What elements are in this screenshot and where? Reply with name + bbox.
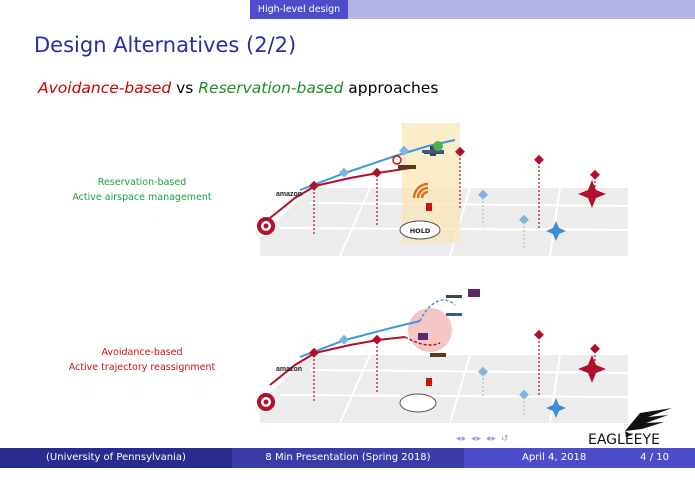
- blue-poles: [482, 374, 525, 417]
- marker-icon: [426, 378, 432, 386]
- reservation-label: Reservation-based Active airspace manage…: [42, 175, 242, 205]
- footer-date: April 4, 2018: [522, 452, 587, 463]
- nav-next-section-icon[interactable]: ▸: [491, 434, 497, 444]
- reservation-label-line2: Active airspace management: [72, 192, 212, 203]
- drone-bubble: [399, 393, 437, 413]
- footer-affiliation: (University of Pennsylvania): [0, 448, 232, 468]
- map-streets: [279, 354, 629, 424]
- slide-footer: (University of Pennsylvania) 8 Min Prese…: [0, 448, 695, 494]
- eagleeye-logo-text: EAGLEEYE: [588, 432, 660, 448]
- conflict-zone: [408, 308, 452, 352]
- hold-label: HOLD: [410, 227, 431, 235]
- reservation-label-line1: Reservation-based: [97, 177, 187, 188]
- navigation-controls[interactable]: ◂▸ ◂▸ ◂▸ ↺: [456, 434, 509, 444]
- nav-prev-frame-icon[interactable]: ◂: [456, 434, 462, 444]
- brand-logo: amazon: [276, 366, 302, 373]
- route-blue: [299, 320, 421, 358]
- checkmark-icon: [433, 141, 443, 151]
- avoidance-scene: amazon: [257, 289, 629, 424]
- section-tab[interactable]: High-level design: [250, 0, 348, 19]
- flag-icon-2: [418, 333, 428, 340]
- altitude-poles: [313, 337, 596, 403]
- rerouted-red-path: [404, 336, 441, 346]
- drone-icon-2: [422, 150, 444, 153]
- top-bar-right: [348, 0, 695, 19]
- blue-star-icon: [546, 221, 566, 241]
- nav-prev-section-icon[interactable]: ◂: [485, 434, 492, 444]
- signal-icon: [412, 182, 429, 199]
- brand-logo: amazon: [276, 191, 302, 198]
- drone-icon: [446, 295, 462, 298]
- rerouted-path: [419, 299, 456, 322]
- subtitle-reservation: Reservation-based: [198, 79, 344, 97]
- hold-bubble: [399, 220, 441, 240]
- map-plane: [260, 355, 628, 423]
- destination-star-icon: [578, 180, 606, 208]
- warning-icon: [392, 155, 402, 165]
- nav-next-subsection-icon[interactable]: ▸: [476, 434, 482, 444]
- reservation-scene: amazon HOLD: [257, 123, 629, 257]
- nav-search-icon[interactable]: ↺: [500, 434, 510, 444]
- top-bar-left: [0, 0, 250, 19]
- flag-icon: [468, 289, 480, 297]
- destination-star-icon: [578, 355, 606, 383]
- drone-icon-2: [446, 313, 462, 316]
- footer-page-number: 4 / 10: [640, 452, 669, 463]
- drone-icon-3: [398, 165, 416, 169]
- hold-marker-icon: [426, 203, 432, 211]
- route-red: [269, 336, 406, 386]
- avoidance-label-line2: Active trajectory reassignment: [68, 362, 216, 373]
- avoidance-label: Avoidance-based Active trajectory reassi…: [42, 345, 242, 375]
- footer-right: April 4, 2018 4 / 10: [464, 448, 695, 468]
- blue-star-icon: [546, 398, 566, 418]
- nav-prev-subsection-icon[interactable]: ◂: [470, 434, 477, 444]
- footer-event: 8 Min Presentation (Spring 2018): [232, 448, 464, 468]
- route-red: [269, 167, 411, 219]
- drone-icon-3: [430, 353, 446, 357]
- nav-next-frame-icon[interactable]: ▸: [461, 434, 468, 444]
- subtitle-avoidance: Avoidance-based: [38, 79, 172, 97]
- slide-title: Design Alternatives (2/2): [34, 33, 297, 57]
- slide-subtitle: Avoidance-based vs Reservation-based app…: [38, 79, 438, 97]
- eagle-logo-icon: [625, 408, 672, 437]
- subtitle-vs: vs: [171, 79, 199, 97]
- blue-poles: [482, 197, 525, 248]
- avoidance-label-line1: Avoidance-based: [101, 347, 183, 358]
- altitude-poles: [313, 154, 596, 236]
- subtitle-approaches: approaches: [343, 79, 439, 97]
- top-navigation-bar: High-level design: [0, 0, 695, 19]
